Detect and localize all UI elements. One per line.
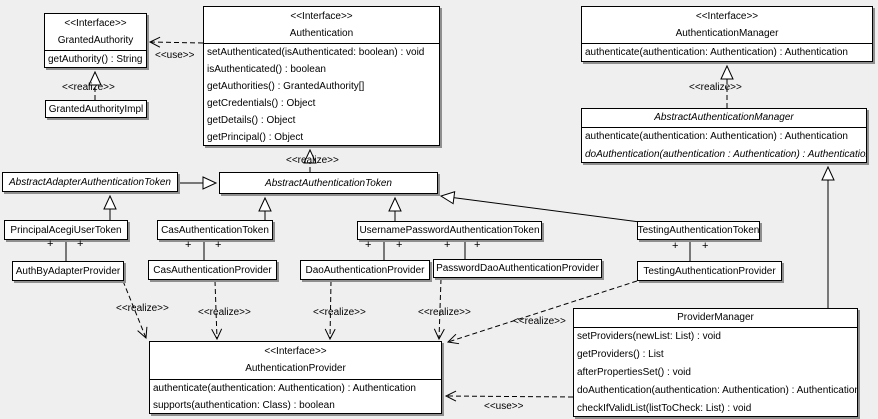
class-name: CasAuthenticationToken: [161, 224, 269, 236]
multiplicity-label: +: [702, 240, 709, 252]
class-granted-authority[interactable]: <<Interface>> GrantedAuthority getAuthor…: [44, 13, 147, 68]
method: getPrincipal() : Object: [207, 132, 304, 143]
class-auth-by-adapter-provider[interactable]: AuthByAdapterProvider: [12, 261, 124, 281]
method: authenticate(authentication: Authenticat…: [153, 383, 416, 394]
method: checkIfValidList(listToCheck: List) : vo…: [577, 403, 752, 414]
multiplicity-label: +: [215, 239, 222, 251]
multiplicity-label: +: [474, 239, 481, 251]
realization-edges: [88, 64, 734, 345]
class-name: DaoAuthenticationProvider: [305, 264, 425, 276]
class-name: AuthenticationManager: [675, 28, 779, 39]
realize-label: <<realize>>: [689, 82, 742, 93]
class-testing-authentication-provider[interactable]: TestingAuthenticationProvider: [637, 261, 782, 281]
class-name: TestingAuthenticationToken: [637, 225, 760, 236]
class-username-password-authentication-token[interactable]: UsernamePasswordAuthenticationToken: [357, 221, 542, 240]
multiplicity-label: +: [672, 240, 679, 252]
class-authentication-manager[interactable]: <<Interface>> AuthenticationManager auth…: [581, 6, 873, 62]
method: getAuthority() : String: [48, 54, 143, 65]
class-testing-authentication-token[interactable]: TestingAuthenticationToken: [637, 221, 760, 240]
realize-label: <<realize>>: [418, 307, 471, 318]
stereotype: <<Interface>>: [64, 18, 127, 29]
class-dao-authentication-provider[interactable]: DaoAuthenticationProvider: [300, 260, 430, 280]
method: getAuthorities() : GrantedAuthority[]: [207, 81, 365, 92]
method: getDetails() : Object: [207, 115, 296, 126]
class-name: AbstractAuthenticationManager: [582, 109, 866, 128]
generalization-edges: [103, 165, 835, 308]
multiplicity-label: +: [77, 238, 84, 250]
class-name: AuthenticationProvider: [245, 363, 346, 374]
class-authentication[interactable]: <<Interface>> Authentication setAuthenti…: [203, 6, 440, 146]
class-name: AuthByAdapterProvider: [15, 265, 121, 277]
method: setAuthenticated(isAuthenticated: boolea…: [207, 47, 425, 58]
class-name: UsernamePasswordAuthenticationToken: [359, 225, 540, 236]
class-principal-acegi-user-token[interactable]: PrincipalAcegiUserToken: [4, 220, 128, 240]
association-edges: [65, 240, 691, 261]
class-name: AbstractAdapterAuthenticationToken: [9, 176, 171, 188]
method: doAuthentication(authentication: Authent…: [577, 385, 857, 396]
method: doAuthentication(authentication : Authen…: [585, 149, 866, 160]
method: authenticate(authentication: Authenticat…: [585, 47, 848, 58]
class-abstract-adapter-authentication-token[interactable]: AbstractAdapterAuthenticationToken: [2, 172, 178, 192]
multiplicity-label: +: [47, 238, 54, 250]
use-label: <<use>>: [484, 401, 524, 412]
method: supports(authentication: Class) : boolea…: [153, 400, 335, 411]
stereotype: <<Interface>>: [290, 11, 353, 22]
multiplicity-label: +: [396, 239, 403, 251]
method: getCredentials() : Object: [207, 98, 316, 109]
realize-label: <<realize>>: [286, 155, 339, 166]
class-name: PasswordDaoAuthenticationProvider: [436, 263, 599, 274]
dependency-edges: [148, 36, 574, 402]
class-password-dao-authentication-provider[interactable]: PasswordDaoAuthenticationProvider: [433, 259, 602, 278]
stereotype: <<Interface>>: [695, 11, 759, 22]
class-granted-authority-impl[interactable]: GrantedAuthorityImpl: [45, 100, 147, 118]
multiplicity-label: +: [365, 239, 372, 251]
method: authenticate(authentication: Authenticat…: [585, 131, 848, 142]
realize-label: <<realize>>: [116, 303, 169, 314]
use-label: <<use>>: [155, 50, 195, 61]
multiplicity-label: +: [444, 239, 451, 251]
class-provider-manager[interactable]: ProviderManager setProviders(newList: Li…: [573, 308, 858, 417]
realize-label: <<realize>>: [313, 307, 366, 318]
method: isAuthenticated() : boolean: [207, 64, 326, 75]
class-name: TestingAuthenticationProvider: [643, 265, 776, 277]
class-abstract-authentication-token[interactable]: AbstractAuthenticationToken: [219, 172, 438, 194]
class-name: ProviderManager: [574, 309, 857, 328]
realize-label: <<realize>>: [62, 82, 115, 93]
class-name: CasAuthenticationProvider: [153, 264, 272, 276]
multiplicity-label: +: [185, 239, 192, 251]
class-authentication-provider[interactable]: <<Interface>> AuthenticationProvider aut…: [149, 341, 442, 414]
method: setProviders(newList: List) : void: [577, 331, 721, 342]
class-name: PrincipalAcegiUserToken: [10, 224, 122, 236]
class-name: Authentication: [289, 28, 354, 39]
method: afterPropertiesSet() : void: [577, 367, 691, 378]
realize-label: <<realize>>: [513, 316, 566, 327]
class-cas-authentication-token[interactable]: CasAuthenticationToken: [157, 220, 273, 240]
class-name: GrantedAuthority: [57, 35, 134, 46]
class-name: GrantedAuthorityImpl: [48, 103, 144, 115]
class-name: AbstractAuthenticationToken: [265, 177, 392, 189]
stereotype: <<Interface>>: [264, 346, 327, 357]
method: getProviders() : List: [577, 349, 664, 360]
class-abstract-authentication-manager[interactable]: AbstractAuthenticationManager authentica…: [581, 108, 867, 163]
realize-label: <<realize>>: [198, 307, 251, 318]
class-cas-authentication-provider[interactable]: CasAuthenticationProvider: [148, 260, 277, 280]
